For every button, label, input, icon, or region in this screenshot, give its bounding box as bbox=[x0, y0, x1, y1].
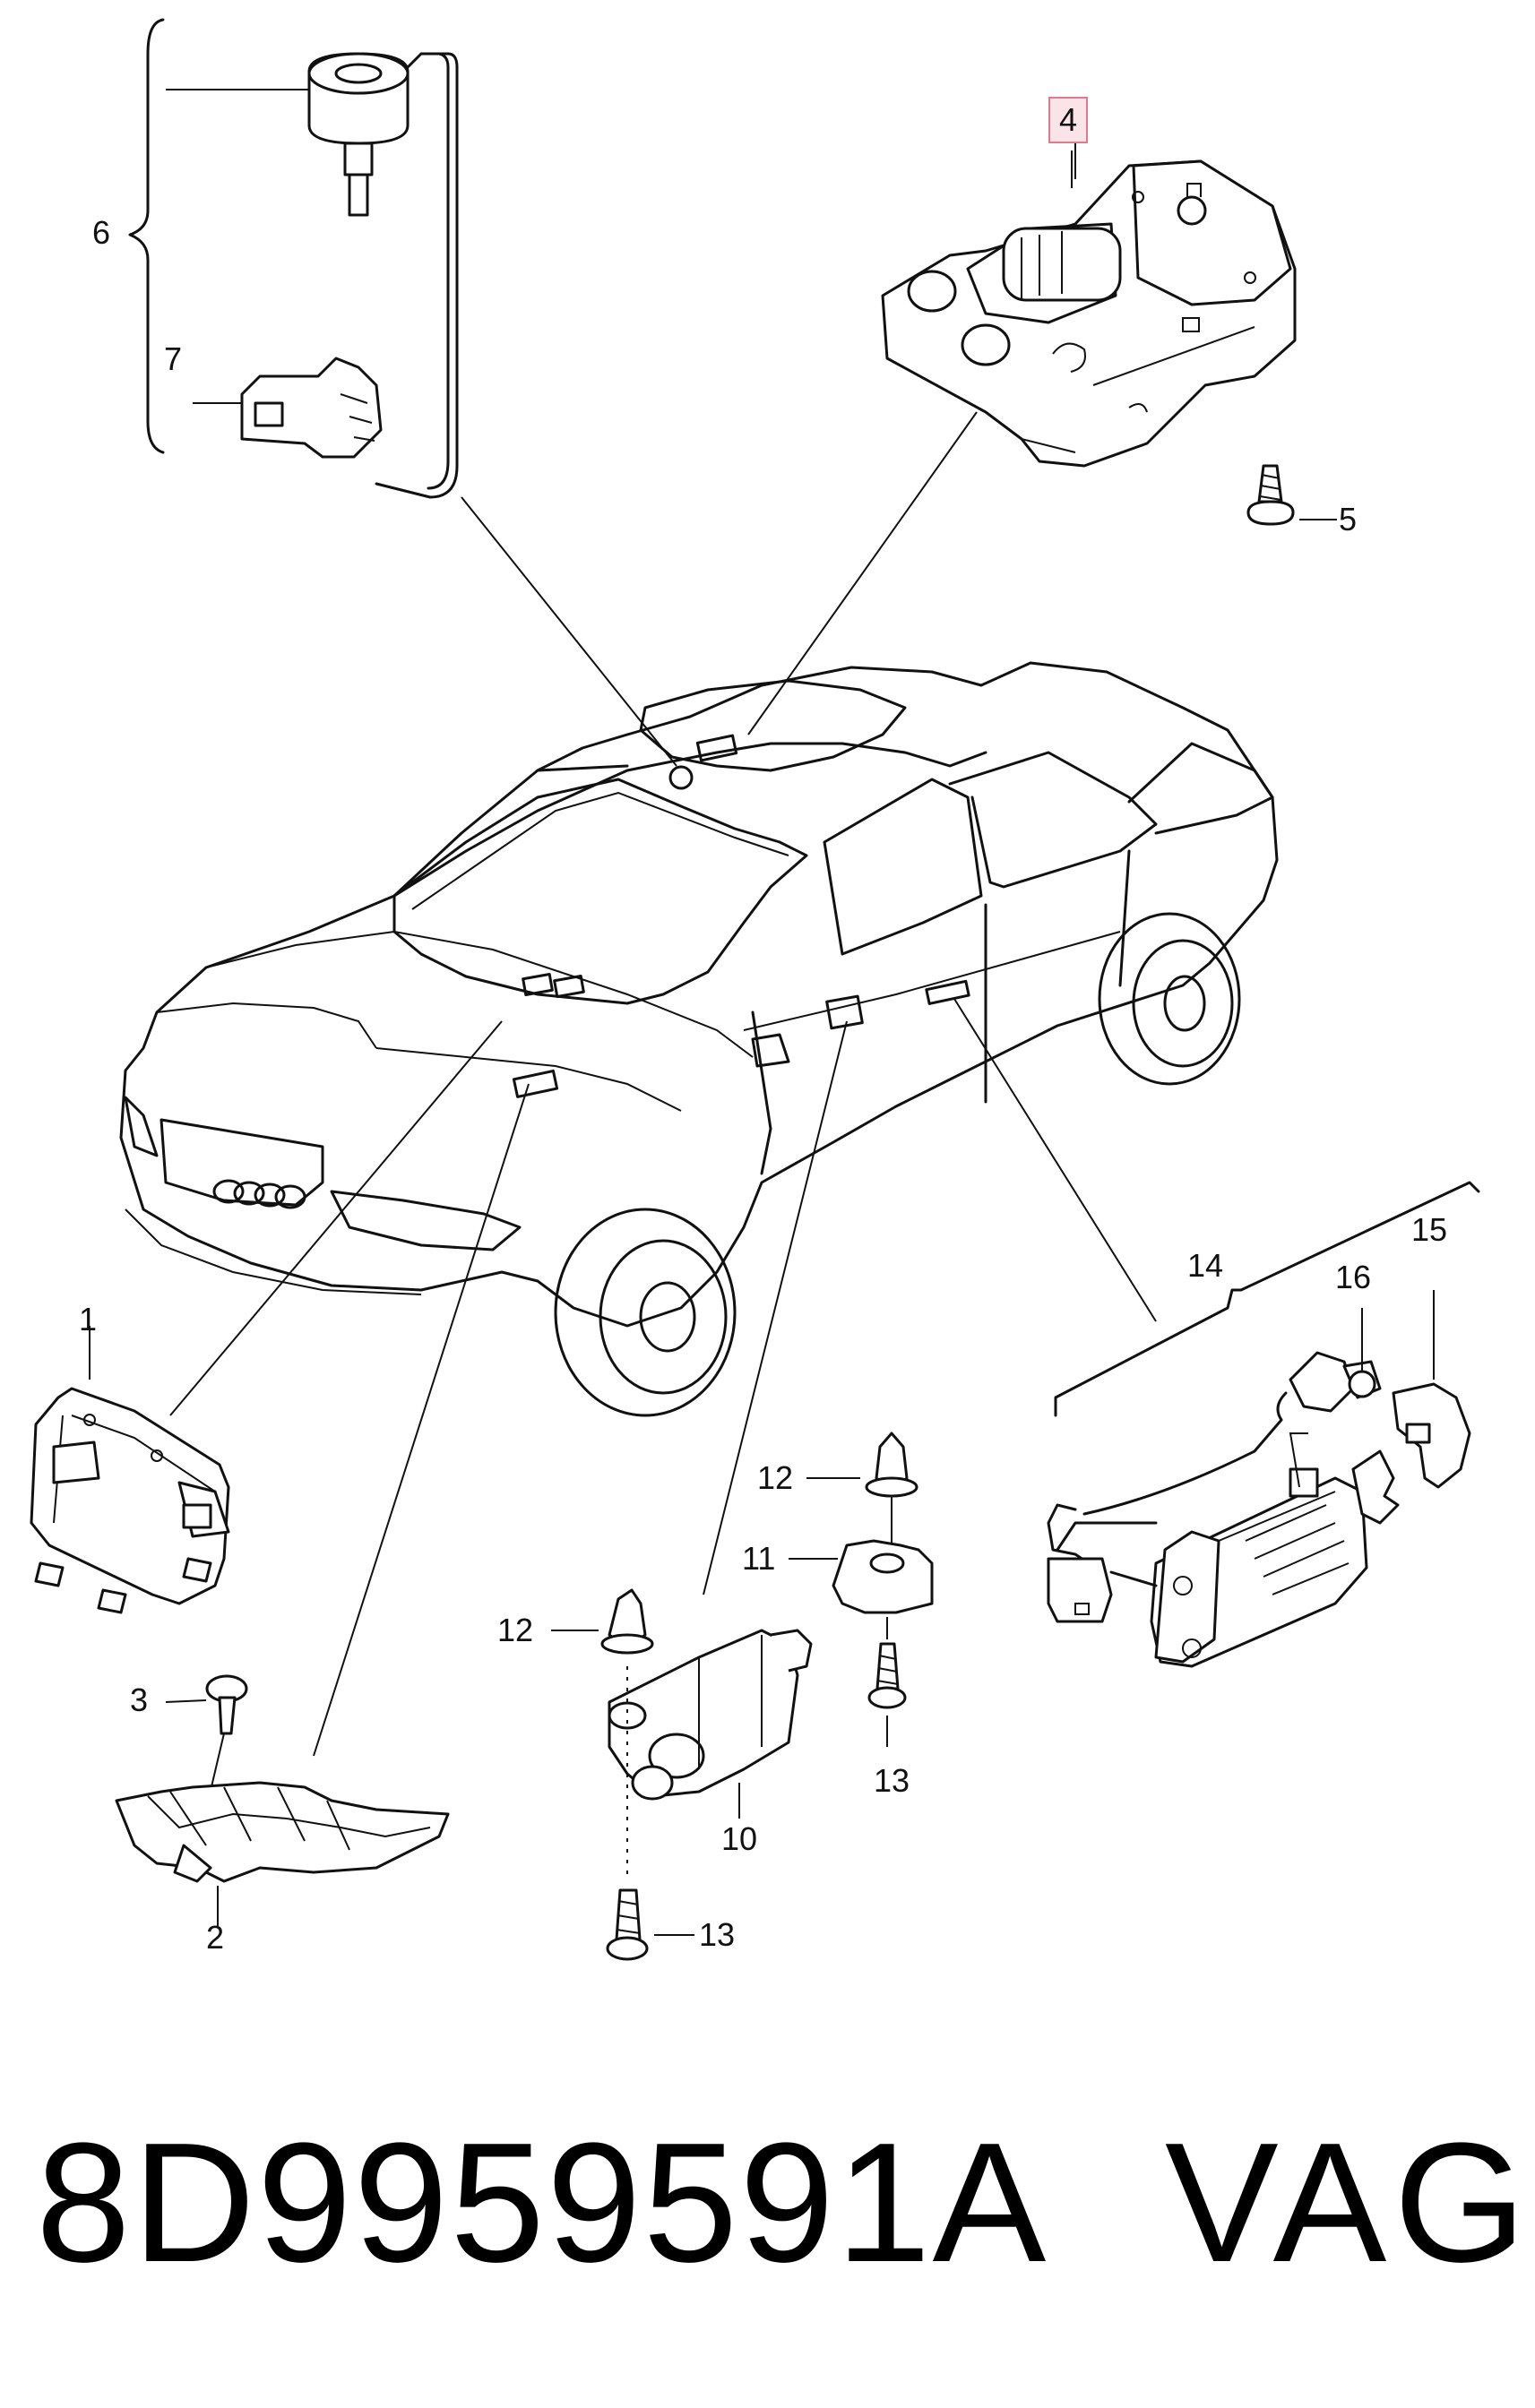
callout-11: 11 bbox=[742, 1540, 776, 1577]
part-5-screw bbox=[1246, 464, 1337, 526]
callout-6: 6 bbox=[92, 214, 111, 251]
part-11-bracket bbox=[789, 1539, 934, 1639]
callout-16: 16 bbox=[1335, 1259, 1372, 1295]
part-6-sensor bbox=[307, 52, 459, 499]
part-15-connector bbox=[1392, 1290, 1471, 1489]
part-13-screw-upper bbox=[867, 1642, 907, 1747]
callout-3: 3 bbox=[130, 1681, 149, 1718]
part-4-motor-assembly bbox=[881, 159, 1297, 468]
part-2-bracket bbox=[115, 1781, 450, 1926]
part-16-cable bbox=[1082, 1308, 1382, 1516]
callout-13-lower: 13 bbox=[699, 1916, 736, 1953]
part-1-control-module bbox=[30, 1326, 230, 1614]
brand-text: VAG bbox=[1165, 2108, 1534, 2298]
windshield-mark-b bbox=[553, 975, 585, 998]
car-illustration bbox=[119, 661, 1279, 1417]
callout-12-upper: 12 bbox=[757, 1459, 794, 1496]
part-13-screw-lower bbox=[606, 1666, 694, 1961]
callout-5: 5 bbox=[1339, 501, 1358, 538]
hood-mark bbox=[512, 1069, 559, 1098]
callout-12-lower: 12 bbox=[497, 1612, 534, 1648]
part-10-sensor-housing bbox=[608, 1629, 813, 1819]
callout-7: 7 bbox=[164, 340, 183, 377]
callout-14: 14 bbox=[1187, 1247, 1224, 1284]
callout-1: 1 bbox=[79, 1301, 98, 1337]
callout-15: 15 bbox=[1411, 1211, 1448, 1248]
roof-sensor-mark bbox=[668, 765, 694, 790]
part-14-bracket bbox=[1054, 1181, 1480, 1417]
part-12-clip-upper bbox=[806, 1432, 918, 1559]
door-mark-front bbox=[825, 994, 864, 1030]
callout-10: 10 bbox=[721, 1820, 758, 1857]
callout-13-upper: 13 bbox=[874, 1762, 910, 1799]
callout-2: 2 bbox=[206, 1919, 225, 1956]
roof-module-mark bbox=[695, 734, 738, 762]
leader-lines bbox=[166, 89, 1157, 1757]
callout-4-highlighted: 4 bbox=[1048, 97, 1089, 143]
audi-rings bbox=[212, 1179, 306, 1209]
part-14-handle-assembly bbox=[1047, 1432, 1400, 1668]
part-12-clip-lower bbox=[551, 1588, 654, 1655]
part-number-text: 8D9959591A bbox=[36, 2108, 1048, 2298]
windshield-mark-a bbox=[522, 973, 554, 996]
part-7-connector bbox=[240, 357, 383, 459]
group-6-bracket bbox=[128, 18, 165, 454]
door-handle-mark bbox=[925, 979, 970, 1005]
